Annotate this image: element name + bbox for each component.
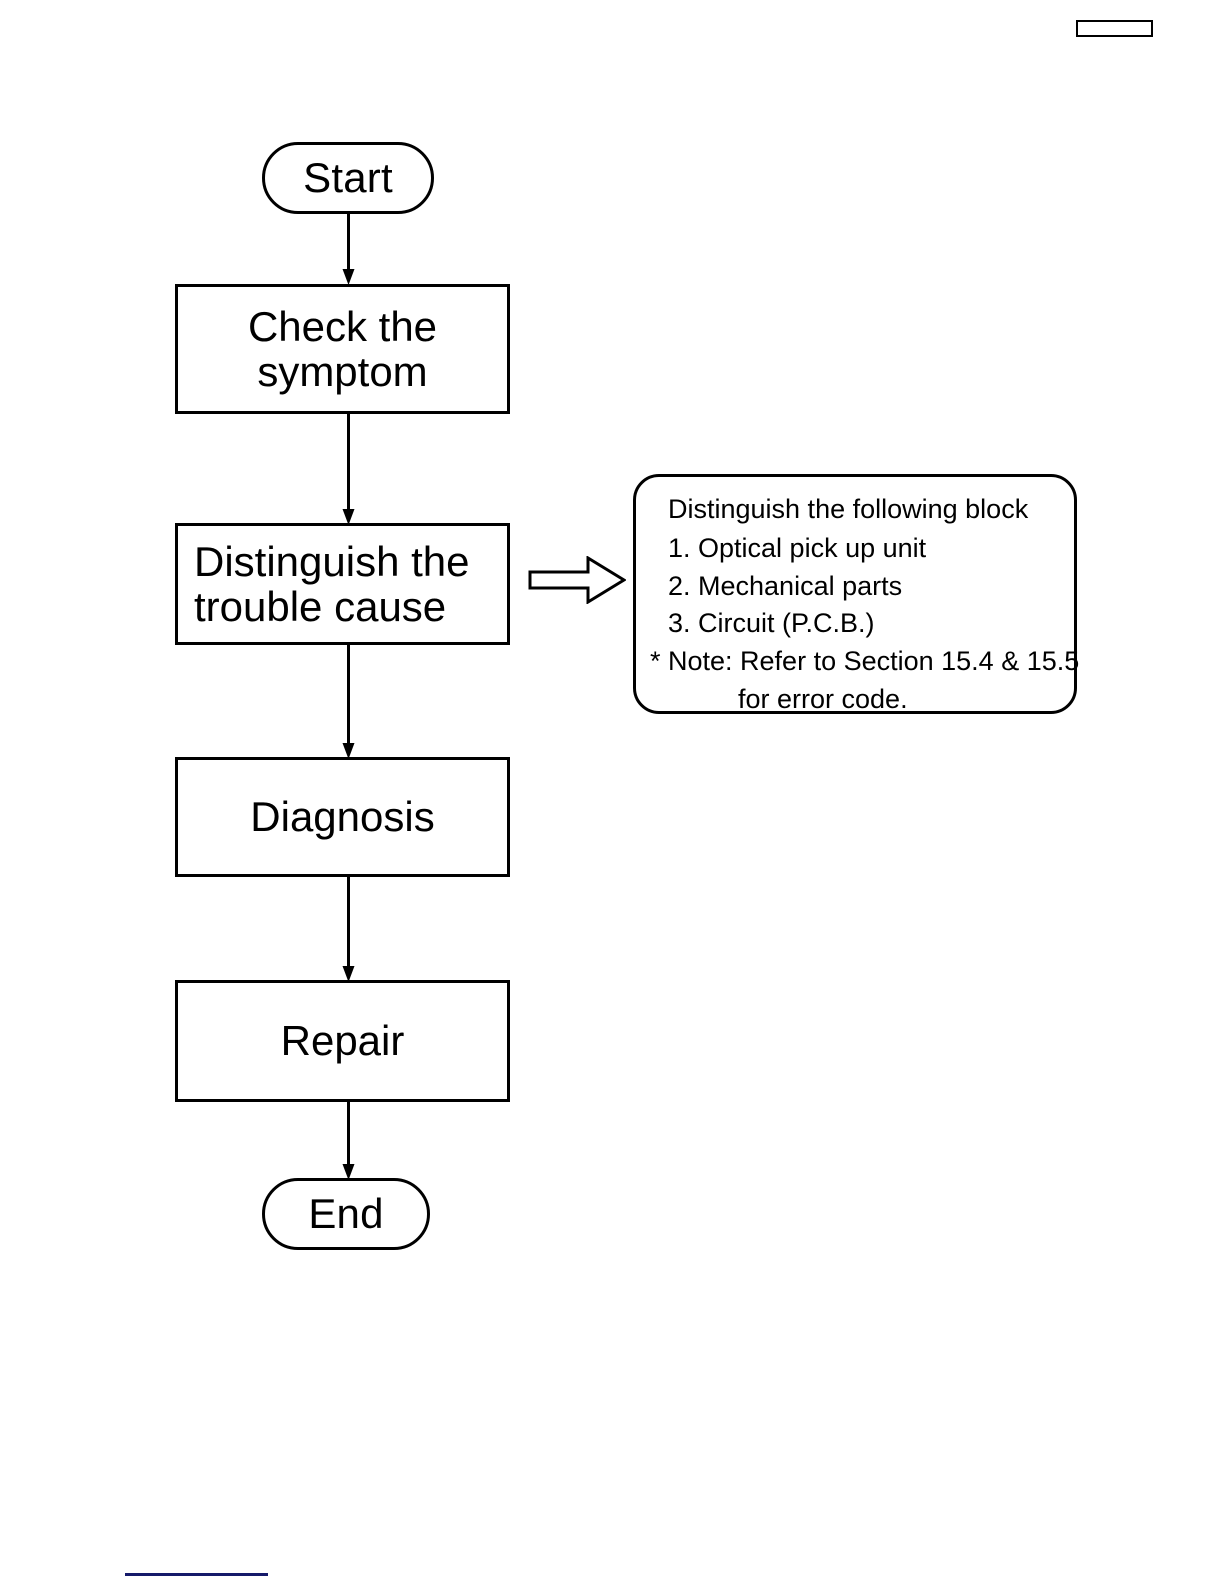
flow-node-distinguish-trouble-cause-label: Distinguish the trouble cause <box>178 537 470 630</box>
flow-node-start[interactable]: Start <box>262 142 434 214</box>
flow-node-check-symptom-label: Check the symptom <box>247 302 438 395</box>
block-arrow-right-icon <box>528 556 626 604</box>
callout-note-box: Distinguish the following block 1. Optic… <box>633 474 1080 714</box>
flow-edge-diagnosis-to-repair <box>342 876 355 982</box>
flow-edge-distinguish-to-diagnosis <box>342 644 355 759</box>
flow-edge-start-to-check <box>342 213 355 285</box>
callout-item-3: 3. Circuit (P.C.B.) <box>668 608 875 639</box>
callout-note-line-2: for error code. <box>738 683 908 714</box>
flow-node-repair[interactable]: Repair <box>175 980 510 1102</box>
flow-node-distinguish-line1: Distinguish the <box>194 537 470 585</box>
flow-node-check-symptom-line1: Check the <box>247 302 438 350</box>
flow-node-check-symptom[interactable]: Check the symptom <box>175 284 510 414</box>
flow-node-check-symptom-line2: symptom <box>257 348 428 395</box>
flow-edge-repair-to-end <box>342 1101 355 1180</box>
callout-heading: Distinguish the following block <box>668 494 1029 524</box>
flow-node-diagnosis-label: Diagnosis <box>250 793 435 841</box>
flow-edge-check-to-distinguish <box>342 413 355 525</box>
footer-rule <box>125 1573 268 1576</box>
flow-node-distinguish-trouble-cause[interactable]: Distinguish the trouble cause <box>175 523 510 645</box>
callout-note-line-1: * Note: Refer to Section 15.4 & 15.5 <box>650 646 1080 677</box>
flow-node-diagnosis[interactable]: Diagnosis <box>175 757 510 877</box>
callout-item-1: 1. Optical pick up unit <box>668 532 927 563</box>
flow-node-start-label: Start <box>303 154 393 201</box>
callout-item-2: 2. Mechanical parts <box>668 570 903 601</box>
flow-node-repair-label: Repair <box>280 1017 405 1065</box>
flow-node-end-label: End <box>308 1190 384 1237</box>
flow-node-end[interactable]: End <box>262 1178 430 1250</box>
header-placeholder-box <box>1076 20 1153 37</box>
flow-node-distinguish-line2: trouble cause <box>194 583 447 630</box>
